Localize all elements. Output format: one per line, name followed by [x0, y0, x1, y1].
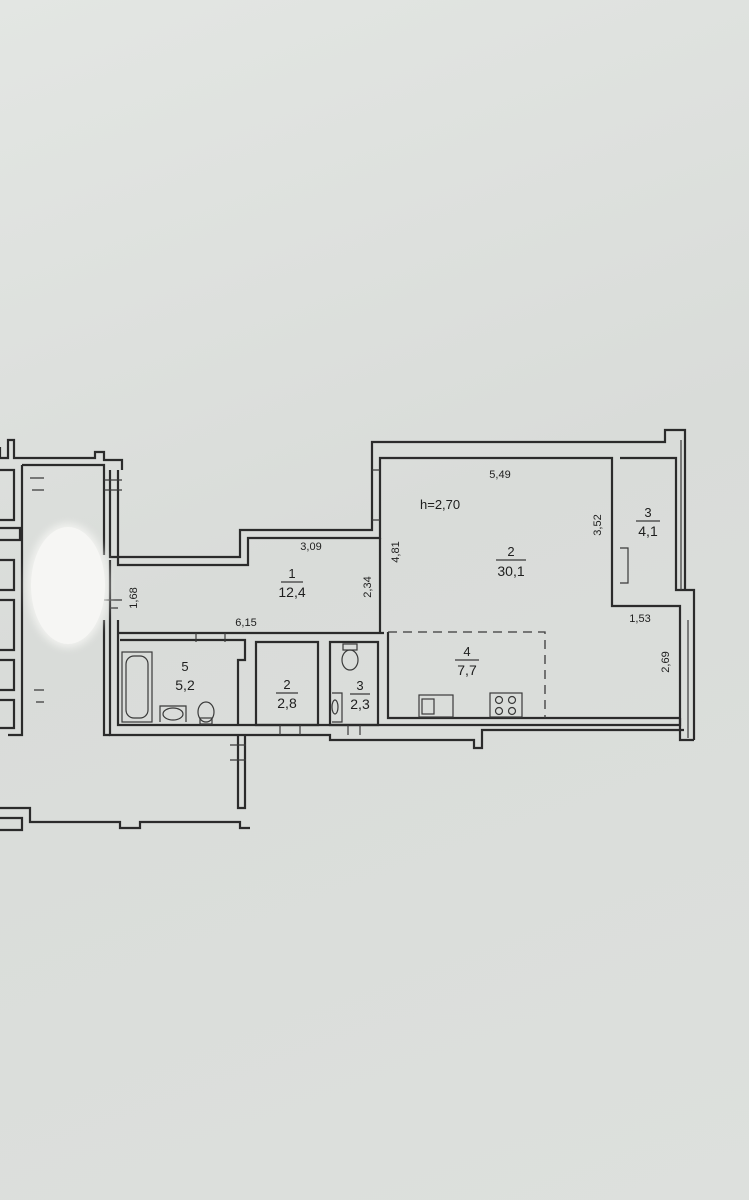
apartment-walls: [104, 428, 696, 810]
svg-text:1: 1: [288, 566, 295, 581]
svg-text:30,1: 30,1: [497, 563, 524, 579]
ceiling-height-label: h=2,70: [420, 497, 460, 512]
svg-text:3: 3: [644, 505, 651, 520]
stove-icon: [489, 692, 523, 718]
dim-hall-upper: 3,09: [300, 541, 321, 553]
kitchen-zone-boundary: [388, 631, 546, 718]
toilet-icon-2: [341, 643, 359, 671]
dim-hall-left: 1,68: [128, 587, 140, 608]
sink-icon: [159, 705, 187, 722]
svg-text:12,4: 12,4: [278, 584, 305, 600]
room-bath-label: 5 5,2: [175, 659, 195, 693]
bathtub: [121, 651, 153, 723]
svg-text:4: 4: [463, 644, 470, 659]
dim-kitchen-right: 2,69: [660, 651, 672, 672]
svg-text:2: 2: [507, 544, 514, 559]
dim-hall-right: 2,34: [362, 576, 374, 597]
svg-text:4,1: 4,1: [638, 523, 658, 539]
room-hall-label: 1 12,4: [278, 566, 305, 600]
svg-text:5: 5: [181, 659, 188, 674]
washbasin-icon: [331, 692, 343, 723]
svg-text:2: 2: [283, 677, 290, 692]
dim-living-height: 4,81: [390, 541, 402, 562]
dim-balcony-step: 1,53: [629, 613, 650, 625]
dim-living-width: 5,49: [489, 469, 510, 481]
room-storage-label: 2 2,8: [276, 677, 298, 711]
kitchen-sink-icon: [418, 694, 454, 718]
svg-text:3: 3: [356, 678, 363, 693]
svg-text:2,8: 2,8: [277, 695, 297, 711]
room-toilet-label: 3 2,3: [350, 678, 370, 712]
svg-text:5,2: 5,2: [175, 677, 195, 693]
adjacent-structure: [0, 438, 250, 832]
toilet-icon: [197, 701, 215, 725]
room-balcony-label: 3 4,1: [636, 505, 660, 539]
redaction-blur: [31, 527, 105, 644]
room-kitchen-label: 4 7,7: [455, 644, 479, 678]
dim-hall-width: 6,15: [235, 617, 256, 629]
room-living-label: 2 30,1: [496, 544, 526, 579]
svg-text:7,7: 7,7: [457, 662, 477, 678]
svg-text:2,3: 2,3: [350, 696, 370, 712]
dim-living-right: 3,52: [592, 514, 604, 535]
